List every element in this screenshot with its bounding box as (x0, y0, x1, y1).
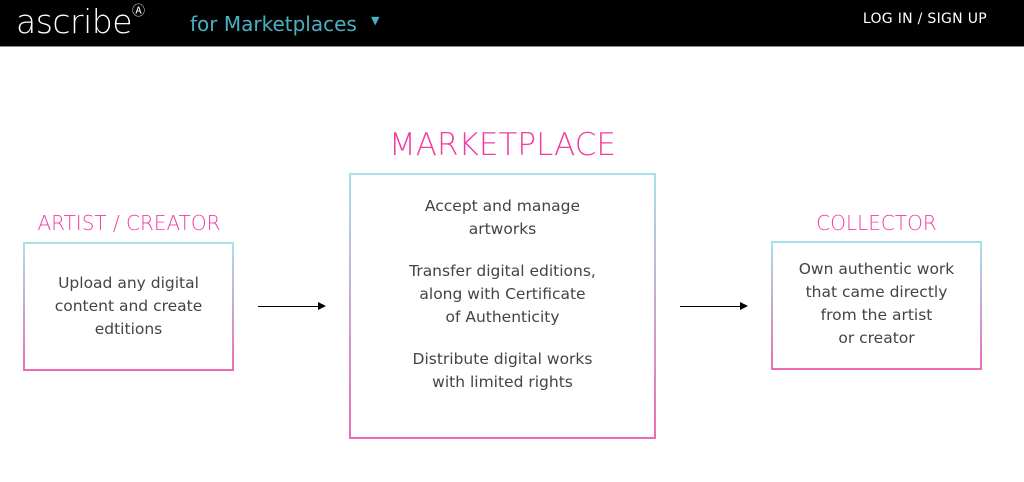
ascribe-logo[interactable]: ascribeⒶ (16, 2, 145, 41)
artist-line: edtitions (94, 320, 163, 338)
logo-text: ascribe (16, 2, 133, 41)
collector-line: that came directly (805, 283, 948, 301)
collector-box: Own authentic work that came directly fr… (771, 241, 982, 370)
artist-box: Upload any digital content and create ed… (23, 242, 234, 371)
top-nav: ascribeⒶ for Marketplaces ▼ LOG IN / SIG… (0, 0, 1024, 47)
collector-line: or creator (838, 329, 915, 347)
artist-line: content and create (54, 297, 203, 315)
marketplace-item: Transfer digital editions,along with Cer… (409, 262, 596, 326)
arrow-right-icon (680, 302, 748, 310)
caret-down-icon[interactable]: ▼ (371, 14, 380, 27)
login-signup-link[interactable]: LOG IN / SIGN UP (862, 11, 987, 27)
artist-title: ARTIST / CREATOR (37, 211, 221, 235)
collector-title: COLLECTOR (816, 211, 937, 235)
arrow-right-icon (258, 302, 326, 310)
section-selector[interactable]: for Marketplaces (190, 12, 357, 36)
collector-line: Own authentic work (798, 260, 955, 278)
collector-line: from the artist (820, 306, 933, 324)
artist-line: Upload any digital (58, 274, 199, 292)
marketplace-title: MARKETPLACE (389, 127, 616, 163)
logo-mark: Ⓐ (132, 4, 145, 19)
